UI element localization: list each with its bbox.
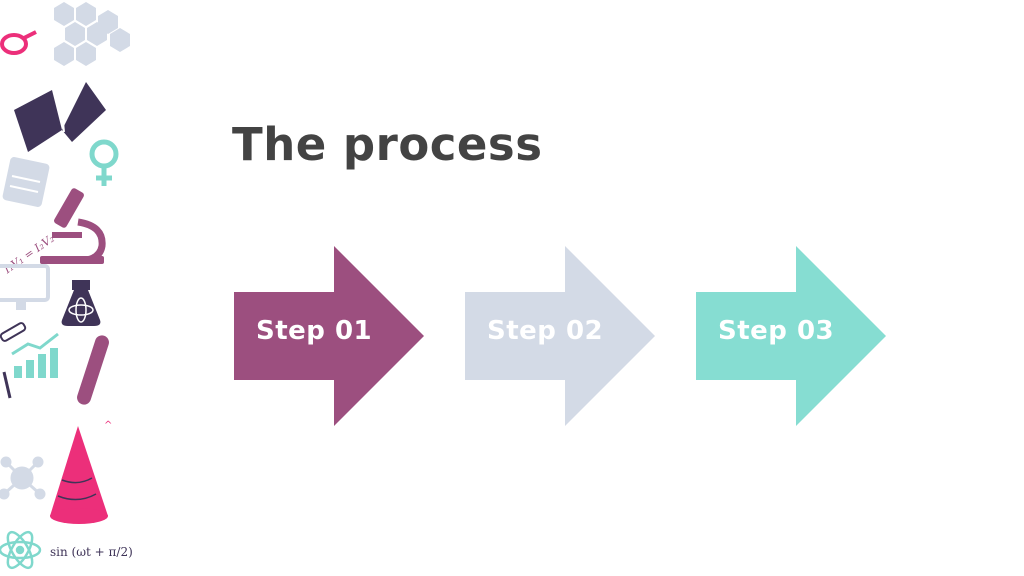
growth-chart-icon xyxy=(11,332,59,378)
arrow-shape-2 xyxy=(465,246,655,426)
arrow-shape-3 xyxy=(696,246,886,426)
atom-icon xyxy=(0,530,42,570)
step-label-3: Step 03 xyxy=(718,316,835,346)
cone-icon: ^ xyxy=(50,420,112,524)
female-symbol-icon xyxy=(89,139,119,186)
pen-icon xyxy=(0,322,27,342)
arrow-shape-1 xyxy=(234,246,424,426)
formula-text: sin (ωt + π/2) xyxy=(50,545,133,559)
step-arrow-3: Step 03 xyxy=(696,246,886,426)
step-arrow-2: Step 02 xyxy=(465,246,655,426)
flask-icon xyxy=(61,280,101,326)
molecule-icon xyxy=(0,456,46,500)
thermometer-icon xyxy=(2,371,12,399)
step-label-2: Step 02 xyxy=(487,316,604,346)
microscope-icon xyxy=(40,188,106,264)
monitor-icon xyxy=(0,264,50,310)
svg-text:^: ^ xyxy=(104,420,112,431)
step-arrow-1: Step 01 xyxy=(234,246,424,426)
book-icon xyxy=(14,82,106,152)
hexagon-molecule-icon xyxy=(54,2,130,66)
slide-title: The process xyxy=(232,118,543,171)
notepad-icon xyxy=(2,157,50,207)
glasses-icon xyxy=(0,30,37,55)
science-decoration: I₁V₁ = I₂V₂ xyxy=(0,2,133,570)
step-label-1: Step 01 xyxy=(256,316,373,346)
test-tube-icon xyxy=(77,335,109,405)
